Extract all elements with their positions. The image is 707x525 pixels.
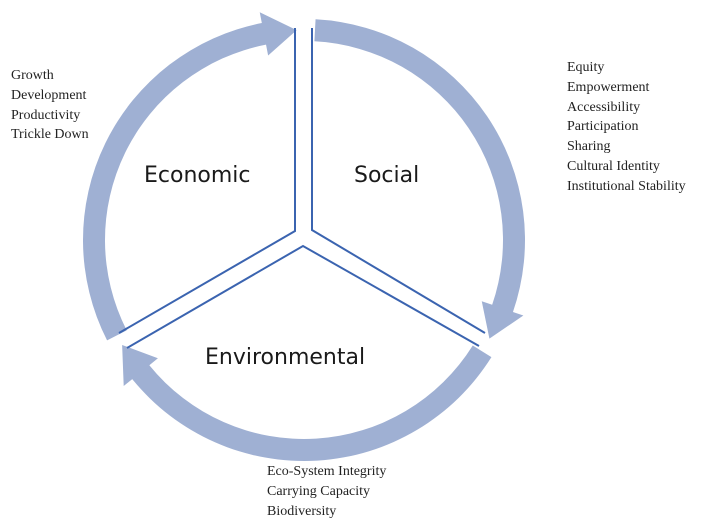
divider-social-environmental — [311, 28, 486, 334]
list-item: Equity — [567, 60, 605, 75]
economic-list: Growth Development Productivity Trickle … — [11, 66, 89, 145]
list-item: Eco-System Integrity — [267, 464, 387, 479]
divider-economic-social — [118, 28, 296, 334]
list-item: Growth — [11, 68, 54, 83]
list-item: Sharing — [567, 139, 611, 155]
divider-economic-environmental — [126, 244, 480, 349]
environmental-cycle-arrow — [122, 345, 492, 461]
environmental-list: Eco-System Integrity Carrying Capacity B… — [267, 462, 386, 521]
social-list: Equity Empowerment Accessibility Partici… — [567, 58, 686, 197]
list-item: Trickle Down — [11, 127, 89, 143]
list-item: Accessibility — [567, 99, 641, 115]
list-item: Productivity — [11, 107, 81, 123]
social-cycle-arrow — [314, 19, 525, 339]
list-item: Carrying Capacity — [267, 483, 371, 499]
list-item: Biodiversity — [267, 503, 337, 519]
economic-label: Economic — [144, 163, 251, 188]
list-item: Development — [11, 87, 87, 103]
list-item: Cultural Identity — [567, 158, 660, 174]
environmental-label: Environmental — [205, 345, 366, 370]
list-item: Empowerment — [567, 79, 650, 95]
economic-cycle-arrow — [82, 12, 297, 341]
list-item: Institutional Stability — [567, 178, 686, 194]
list-item: Participation — [567, 119, 639, 135]
social-label: Social — [354, 163, 420, 188]
